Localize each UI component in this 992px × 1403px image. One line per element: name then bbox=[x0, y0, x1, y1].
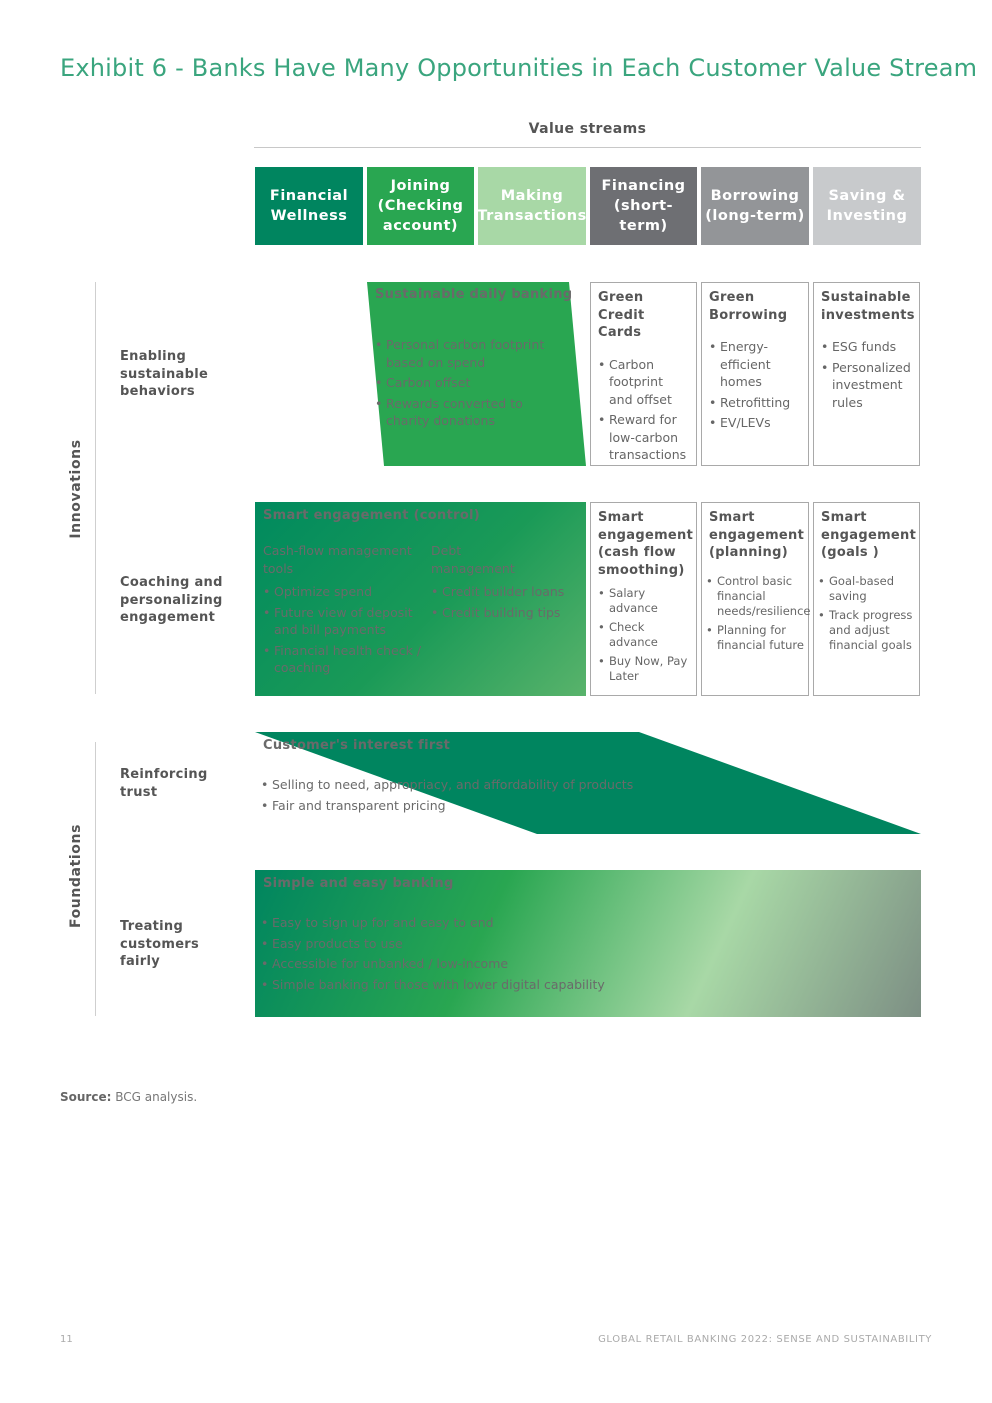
card-list: Energy-efficient homes Retrofitting EV/L… bbox=[709, 338, 802, 432]
card-list: ESG funds Personalized investment rules bbox=[821, 338, 913, 411]
cash-flow-list: Optimize spend Future view of deposit an… bbox=[263, 583, 423, 680]
card-list: Control basic financial needs/resilience… bbox=[706, 574, 811, 653]
column-header-financing: Financing (short-term) bbox=[590, 167, 697, 245]
list-item: Track progress and adjust financial goal… bbox=[818, 608, 917, 653]
debt-management-list: Credit builder loans Credit building tip… bbox=[431, 583, 581, 624]
debt-management-heading: Debt management bbox=[431, 543, 515, 576]
list-item: Optimize spend bbox=[263, 583, 423, 601]
simple-easy-title: Simple and easy banking bbox=[263, 876, 454, 891]
exhibit-title: Exhibit 6 - Banks Have Many Opportunitie… bbox=[60, 54, 978, 82]
card-list: Salary advance Check advance Buy Now, Pa… bbox=[598, 586, 690, 684]
card-smart-goals: Smart engagement (goals ) Goal-based sav… bbox=[813, 502, 920, 696]
sustainable-daily-banking-title: Sustainable daily banking bbox=[375, 287, 573, 302]
value-streams-label: Value streams bbox=[528, 121, 647, 137]
card-sustainable-investments: Sustainable investments ESG funds Person… bbox=[813, 282, 920, 466]
footer-title: GLOBAL RETAIL BANKING 2022: SENSE AND SU… bbox=[598, 1334, 932, 1345]
page-number: 11 bbox=[60, 1334, 73, 1345]
column-header-making-transactions: Making Transactions bbox=[477, 167, 586, 245]
source-label: Source: bbox=[60, 1090, 112, 1104]
list-item: Planning for financial future bbox=[706, 623, 806, 653]
group-label-innovations: Innovations bbox=[68, 439, 84, 539]
cash-flow-heading: Cash-flow management tools bbox=[263, 543, 412, 576]
list-item: Easy products to use bbox=[261, 935, 681, 953]
source-note: Source: BCG analysis. bbox=[60, 1090, 197, 1104]
value-streams-divider bbox=[254, 147, 921, 148]
card-list: Goal-based saving Track progress and adj… bbox=[818, 574, 917, 653]
list-item: Control basic financial needs/resilience bbox=[706, 574, 811, 619]
column-header-borrowing: Borrowing (long-term) bbox=[701, 167, 809, 245]
sustainable-daily-banking-list: Personal carbon footprint based on spend… bbox=[375, 336, 555, 433]
card-smart-planning: Smart engagement (planning) Control basi… bbox=[701, 502, 811, 696]
row-label-enabling: Enabling sustainable behaviors bbox=[120, 349, 209, 399]
smart-engagement-control-block: Smart engagement (control) Cash-flow man… bbox=[255, 502, 586, 696]
card-title: Sustainable investments bbox=[821, 290, 915, 323]
card-list: Carbon footprint and offset Reward for l… bbox=[598, 356, 690, 464]
simple-easy-banking-block: Simple and easy banking Easy to sign up … bbox=[255, 870, 921, 1017]
list-item: Energy-efficient homes bbox=[709, 338, 802, 391]
row-label-coaching: Coaching and personalizing engagement bbox=[120, 575, 223, 625]
list-item: Buy Now, Pay Later bbox=[598, 654, 690, 684]
customer-interest-title: Customer's interest first bbox=[263, 738, 451, 753]
list-item: Simple banking for those with lower digi… bbox=[261, 976, 681, 994]
customer-interest-block: Customer's interest first Selling to nee… bbox=[255, 732, 921, 834]
customer-interest-list: Selling to need, appropriacy, and afford… bbox=[261, 776, 681, 817]
list-item: Accessible for unbanked / low-income bbox=[261, 955, 681, 973]
card-green-borrowing: Green Borrowing Energy-efficient homes R… bbox=[701, 282, 809, 466]
list-item: Fair and transparent pricing bbox=[261, 797, 681, 815]
smart-control-title: Smart engagement (control) bbox=[263, 508, 481, 523]
group-label-foundations: Foundations bbox=[68, 823, 84, 929]
list-item: Credit building tips bbox=[431, 604, 581, 622]
list-item: Goal-based saving bbox=[818, 574, 917, 604]
list-item: Carbon offset bbox=[375, 374, 555, 392]
sustainable-daily-banking-block: Sustainable daily banking Personal carbo… bbox=[367, 282, 586, 466]
list-item: EV/LEVs bbox=[709, 414, 802, 432]
card-title: Green Borrowing bbox=[709, 290, 788, 323]
card-title: Smart engagement (cash flow smoothing) bbox=[598, 510, 694, 578]
source-text: BCG analysis. bbox=[115, 1090, 198, 1104]
card-title: Smart engagement (planning) bbox=[709, 510, 805, 560]
card-title: Smart engagement (goals ) bbox=[821, 510, 917, 560]
simple-easy-list: Easy to sign up for and easy to end Easy… bbox=[261, 914, 681, 996]
list-item: Personalized investment rules bbox=[821, 359, 913, 412]
column-header-saving-investing: Saving & Investing bbox=[813, 167, 921, 245]
list-item: Carbon footprint and offset bbox=[598, 356, 690, 409]
list-item: Future view of deposit and bill payments bbox=[263, 604, 423, 639]
list-item: Retrofitting bbox=[709, 394, 802, 412]
column-header-joining: Joining (Checking account) bbox=[367, 167, 474, 245]
list-item: Personal carbon footprint based on spend bbox=[375, 336, 555, 371]
list-item: Credit builder loans bbox=[431, 583, 581, 601]
row-label-fair: Treating customers fairly bbox=[120, 919, 200, 969]
foundations-bracket bbox=[95, 742, 96, 1016]
card-green-credit-cards: Green Credit Cards Carbon footprint and … bbox=[590, 282, 697, 466]
innovations-bracket bbox=[95, 282, 96, 694]
list-item: Salary advance bbox=[598, 586, 690, 616]
column-header-financial-wellness: Financial Wellness bbox=[255, 167, 363, 245]
list-item: Check advance bbox=[598, 620, 690, 650]
list-item: Financial health check / coaching bbox=[263, 642, 423, 677]
list-item: ESG funds bbox=[821, 338, 913, 356]
list-item: Rewards converted to charity donations bbox=[375, 395, 555, 430]
list-item: Reward for low-carbon transactions bbox=[598, 411, 690, 464]
card-title: Green Credit Cards bbox=[598, 290, 645, 340]
card-smart-cash-flow: Smart engagement (cash flow smoothing) S… bbox=[590, 502, 697, 696]
list-item: Selling to need, appropriacy, and afford… bbox=[261, 776, 681, 794]
row-label-trust: Reinforcing trust bbox=[120, 767, 208, 800]
list-item: Easy to sign up for and easy to end bbox=[261, 914, 681, 932]
